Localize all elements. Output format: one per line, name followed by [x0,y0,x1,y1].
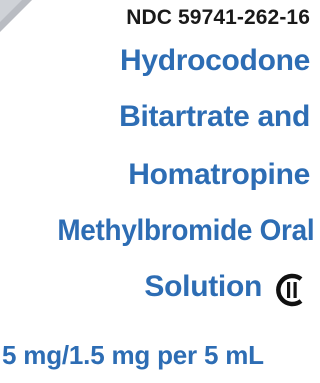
corner-decoration-inner [0,0,24,24]
drug-name-line-3: Homatropine [128,158,310,191]
drug-name-line-2: Bitartrate and [119,100,310,133]
strength-text: 5 mg/1.5 mg per 5 mL [2,340,264,370]
drug-name-line-1: Hydrocodone [119,44,310,77]
drug-name-line-5: Solution [144,270,262,303]
drug-name-line-4: Methylbromide Oral [57,214,314,247]
schedule-ii-icon [276,273,303,307]
ndc-number: NDC 59741-262-16 [126,6,310,29]
